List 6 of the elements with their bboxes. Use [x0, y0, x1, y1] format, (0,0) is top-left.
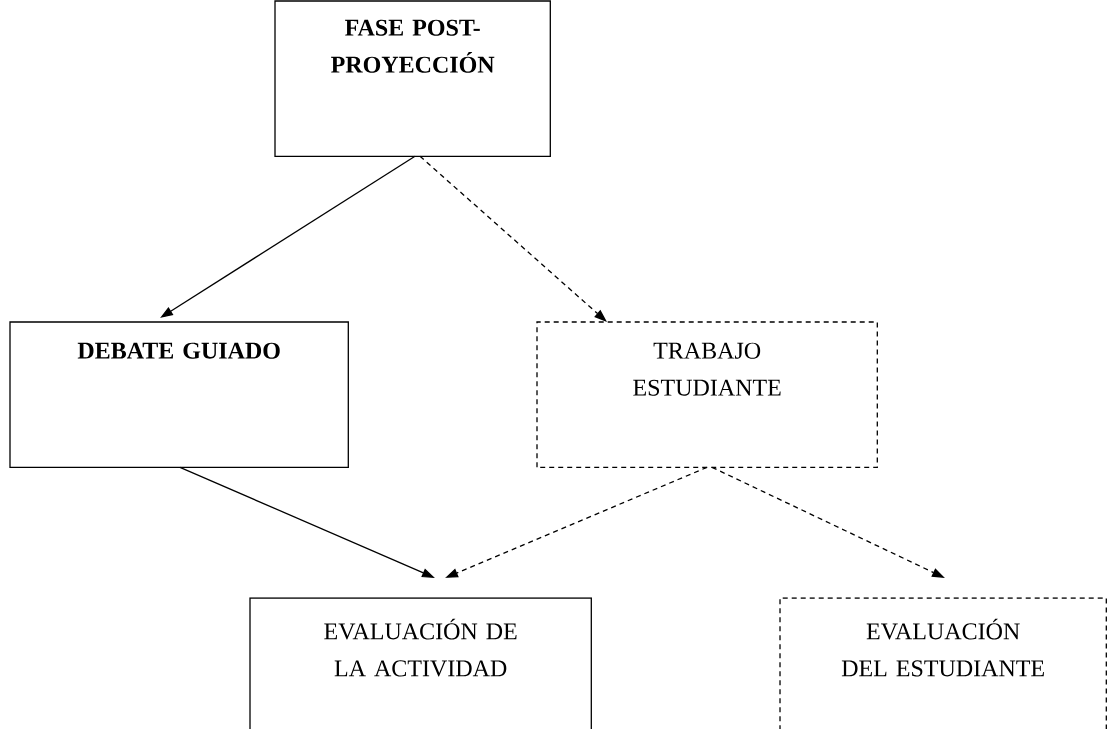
process-box: DEBATE GUIADO	[9, 321, 349, 468]
process-box: EVALUACIÓN DE LA ACTIVIDAD	[249, 597, 592, 729]
process-box: FASE POST-PROYECCIÓN	[274, 0, 551, 157]
arrow	[419, 155, 607, 322]
process-box: EVALUACIÓN DEL ESTUDIANTE	[779, 597, 1107, 729]
process-box: TRABAJO ESTUDIANTE	[536, 321, 878, 468]
